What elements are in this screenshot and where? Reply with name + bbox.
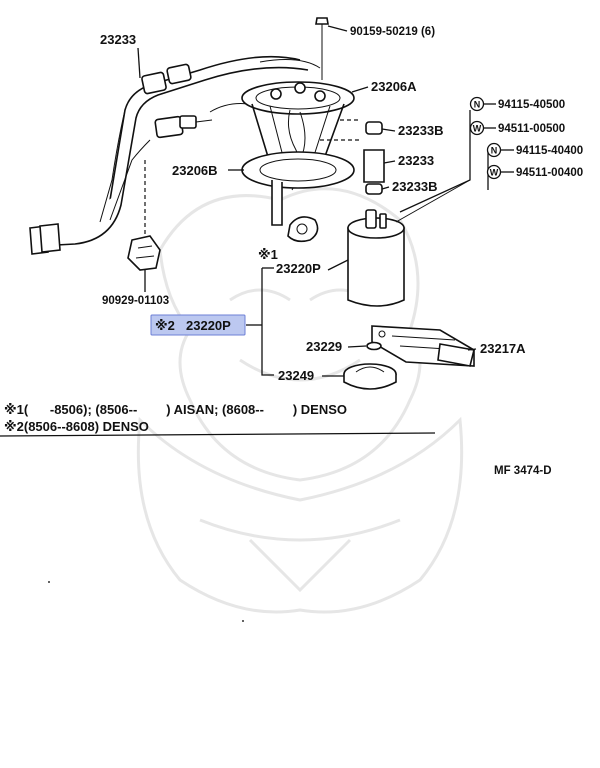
washer-1-symbol: W xyxy=(469,120,485,136)
svg-text:N: N xyxy=(474,100,481,110)
leader-bracket-upper xyxy=(351,86,369,93)
leader-hose-clamp-lower xyxy=(381,186,390,190)
note-1: ※1( -8506); (8506-- ) AISAN; (8608-- ) D… xyxy=(4,402,347,417)
washer-2-symbol: W xyxy=(486,164,502,180)
hose-assembly xyxy=(363,121,385,195)
label-nut-2: 94115-40400 xyxy=(516,145,583,157)
svg-text:W: W xyxy=(490,168,499,178)
leader-bolt xyxy=(327,25,348,32)
svg-text:N: N xyxy=(491,146,498,156)
label-bracket-upper: 23206A xyxy=(371,79,417,94)
label-nut-1: 94115-40500 xyxy=(498,99,565,111)
svg-text:W: W xyxy=(473,124,482,134)
label-cushion: 23229 xyxy=(306,339,342,354)
leader-pump xyxy=(327,259,349,271)
leader-fuel-line xyxy=(137,47,141,79)
nut-2-symbol: N xyxy=(486,142,502,158)
label-pump-note2: 23220P xyxy=(186,318,231,333)
label-hose-clamp-upper: 23233B xyxy=(398,123,444,138)
label-washer-2: 94511-00400 xyxy=(516,167,583,179)
pump-bracket-assembly xyxy=(241,17,355,243)
label-hose: 23233 xyxy=(398,153,434,168)
highlight-box xyxy=(150,314,246,336)
label-fuel-line: 23233 xyxy=(100,32,136,47)
cushion-ring xyxy=(366,341,382,351)
label-clip: 90929-01103 xyxy=(102,295,169,307)
label-filter: 23217A xyxy=(480,341,526,356)
fuel-line-pipe xyxy=(29,55,321,255)
fuel-filter xyxy=(371,325,475,367)
nut-leader-line xyxy=(399,110,471,213)
figure-code: MF 3474-D xyxy=(494,465,552,477)
watermark-logo xyxy=(136,187,464,614)
label-washer-1: 94511-00500 xyxy=(498,123,565,135)
label-note2-mark: ※2 xyxy=(155,318,175,333)
note-2: ※2(8506--8608) DENSO xyxy=(4,419,149,434)
group-bracket-line xyxy=(261,268,274,376)
speck-dot xyxy=(242,620,244,622)
leader-filter xyxy=(467,348,477,351)
leader-hose-clamp-upper xyxy=(381,128,396,132)
wire-connector xyxy=(154,103,256,139)
label-bolt: 90159-50219 (6) xyxy=(350,26,435,38)
leader-cushion xyxy=(347,345,367,348)
label-pump-note1: 23220P xyxy=(276,261,321,276)
label-rubber-cushion: 23249 xyxy=(278,368,314,383)
clip-part xyxy=(127,235,161,271)
nut-1-symbol: N xyxy=(469,96,485,112)
label-bracket-lower: 23206B xyxy=(172,163,218,178)
rubber-cushion xyxy=(343,363,397,390)
leader-hose xyxy=(383,160,396,164)
fuel-pump xyxy=(347,179,471,307)
notes-divider xyxy=(0,432,436,437)
label-hose-clamp-lower: 23233B xyxy=(392,179,438,194)
label-note1-mark: ※1 xyxy=(258,247,278,262)
speck-dot xyxy=(48,581,50,583)
